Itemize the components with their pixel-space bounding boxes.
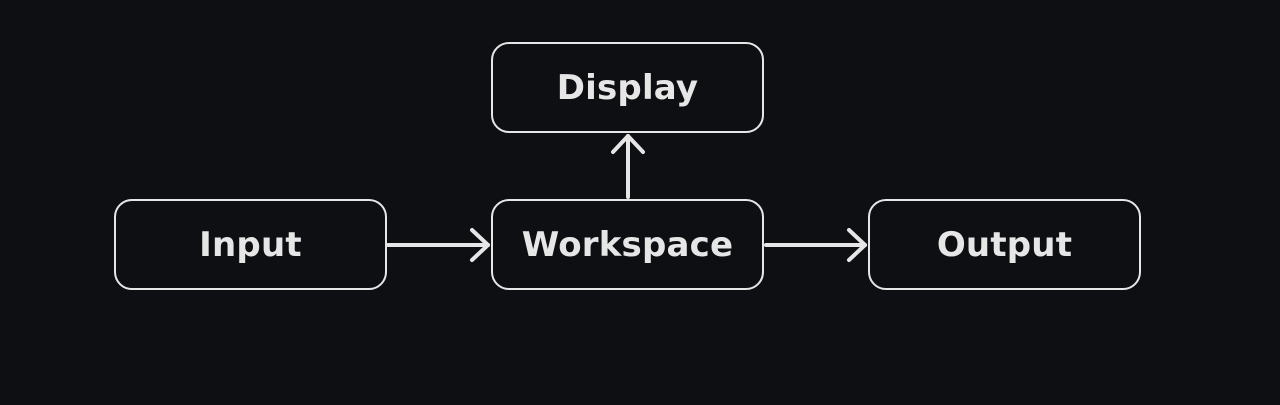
node-workspace: Workspace: [491, 199, 764, 290]
node-output-label: Output: [936, 224, 1073, 265]
arrow-input-to-workspace: [386, 228, 490, 262]
node-workspace-label: Workspace: [521, 224, 734, 265]
node-output: Output: [868, 199, 1141, 290]
node-input: Input: [114, 199, 387, 290]
node-display: Display: [491, 42, 764, 133]
node-input-label: Input: [199, 224, 302, 265]
node-display-label: Display: [556, 67, 699, 108]
arrow-workspace-to-display: [611, 134, 645, 199]
arrow-workspace-to-output: [764, 228, 867, 262]
